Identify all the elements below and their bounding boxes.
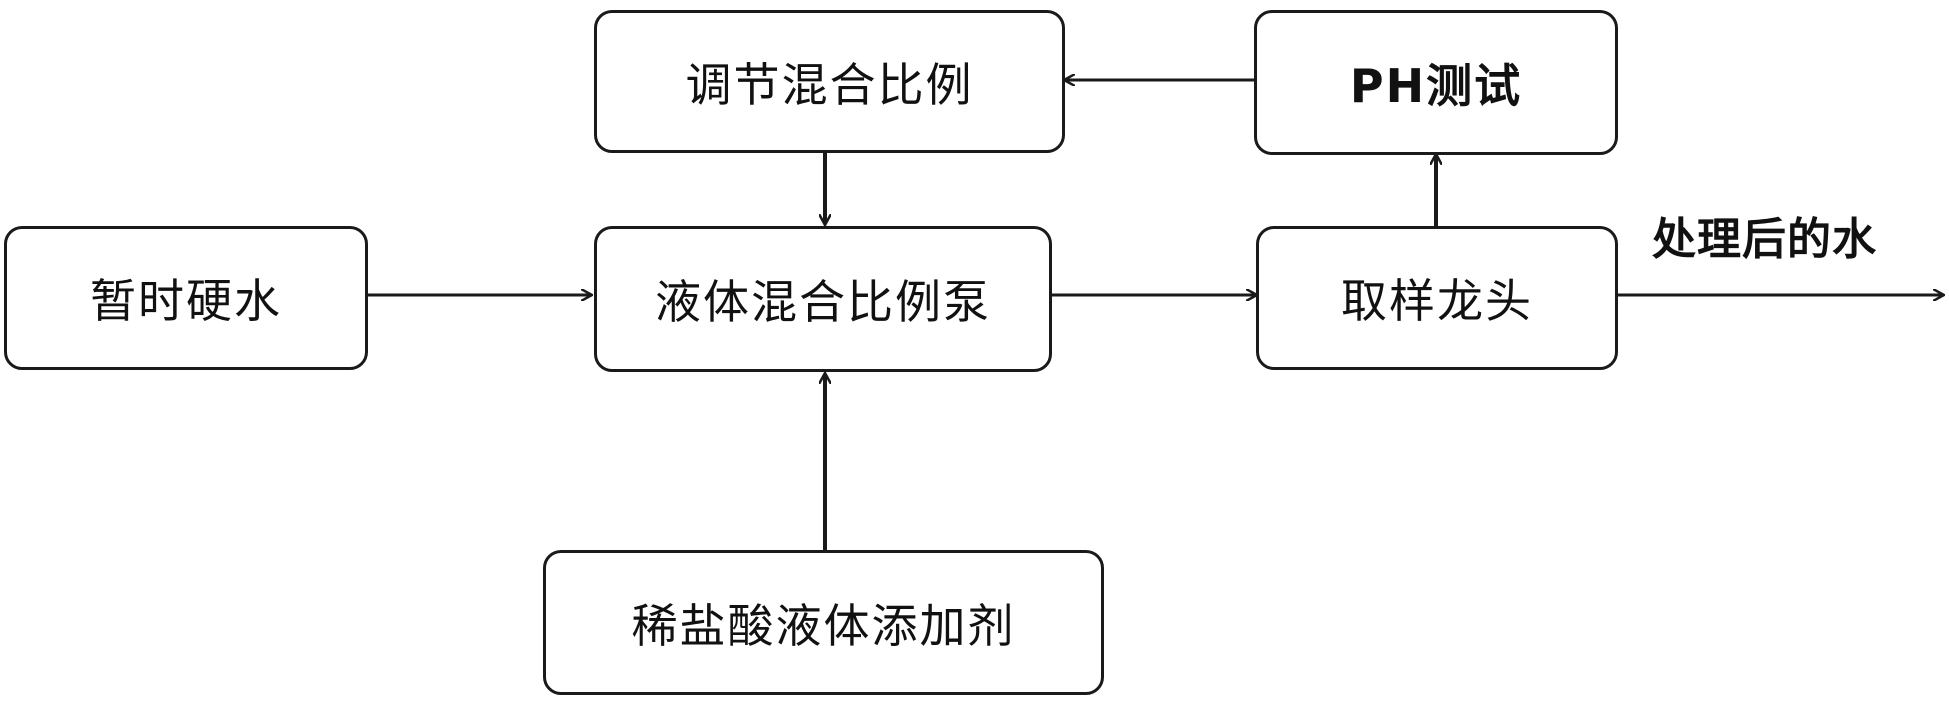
- node-dilute-hcl-additive: 稀盐酸液体添加剂: [543, 550, 1104, 695]
- node-liquid-mix-pump: 液体混合比例泵: [594, 226, 1052, 372]
- node-adjust-mix-ratio: 调节混合比例: [594, 10, 1065, 153]
- node-sampling-tap: 取样龙头: [1256, 226, 1618, 370]
- output-label-treated-water: 处理后的水: [1652, 214, 1877, 265]
- node-temporary-hard-water: 暂时硬水: [4, 226, 368, 370]
- node-ph-test: PH测试: [1254, 10, 1618, 155]
